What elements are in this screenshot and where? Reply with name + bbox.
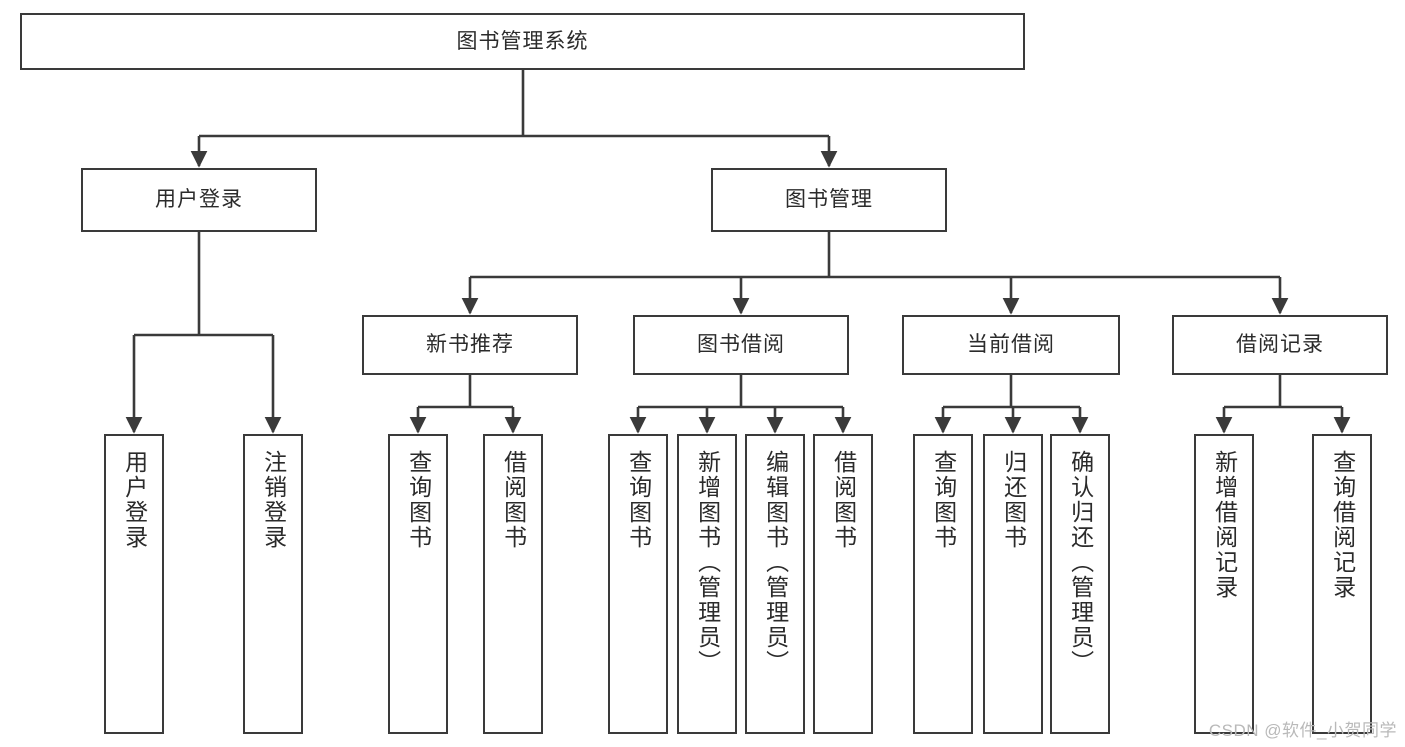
node-user-login-label: 用户登录: [155, 188, 243, 212]
node-current-borrow[interactable]: 当前借阅: [902, 315, 1120, 375]
node-leaf-return-book-label: 归还图书: [1000, 450, 1027, 550]
node-leaf-user-logout-label: 注销登录: [260, 450, 287, 550]
node-leaf-query-record-label: 查询借阅记录: [1329, 450, 1356, 600]
node-leaf-add-record[interactable]: 新增借阅记录: [1194, 434, 1254, 734]
node-leaf-query-book-2[interactable]: 查询图书: [608, 434, 668, 734]
node-leaf-user-login-label: 用户登录: [121, 450, 148, 550]
node-leaf-borrow-book-1-label: 借阅图书: [500, 450, 527, 550]
node-user-login[interactable]: 用户登录: [81, 168, 317, 232]
node-leaf-query-book-3[interactable]: 查询图书: [913, 434, 973, 734]
node-leaf-edit-book[interactable]: 编辑图书（管理员）: [745, 434, 805, 734]
node-leaf-query-book-2-label: 查询图书: [625, 450, 652, 550]
node-leaf-confirm-return-label: 确认归还（管理员）: [1067, 450, 1094, 675]
node-leaf-edit-book-label: 编辑图书（管理员）: [762, 450, 789, 675]
node-leaf-confirm-return[interactable]: 确认归还（管理员）: [1050, 434, 1110, 734]
node-leaf-query-book-1[interactable]: 查询图书: [388, 434, 448, 734]
node-root[interactable]: 图书管理系统: [20, 13, 1025, 70]
node-leaf-borrow-book-2-label: 借阅图书: [830, 450, 857, 550]
node-leaf-return-book[interactable]: 归还图书: [983, 434, 1043, 734]
node-leaf-user-logout[interactable]: 注销登录: [243, 434, 303, 734]
watermark: CSDN @软件_小贺同学: [1208, 721, 1397, 740]
node-new-book-recommend[interactable]: 新书推荐: [362, 315, 578, 375]
node-leaf-add-record-label: 新增借阅记录: [1211, 450, 1238, 600]
node-current-borrow-label: 当前借阅: [967, 333, 1055, 357]
node-leaf-query-book-3-label: 查询图书: [930, 450, 957, 550]
node-new-book-recommend-label: 新书推荐: [426, 333, 514, 357]
node-book-borrow[interactable]: 图书借阅: [633, 315, 849, 375]
node-leaf-borrow-book-1[interactable]: 借阅图书: [483, 434, 543, 734]
node-leaf-add-book-label: 新增图书（管理员）: [694, 450, 721, 675]
node-leaf-user-login[interactable]: 用户登录: [104, 434, 164, 734]
node-book-management-label: 图书管理: [785, 188, 873, 212]
node-borrow-record[interactable]: 借阅记录: [1172, 315, 1388, 375]
node-leaf-borrow-book-2[interactable]: 借阅图书: [813, 434, 873, 734]
node-book-management[interactable]: 图书管理: [711, 168, 947, 232]
node-leaf-query-record[interactable]: 查询借阅记录: [1312, 434, 1372, 734]
node-book-borrow-label: 图书借阅: [697, 333, 785, 357]
node-leaf-add-book[interactable]: 新增图书（管理员）: [677, 434, 737, 734]
node-leaf-query-book-1-label: 查询图书: [405, 450, 432, 550]
node-root-label: 图书管理系统: [456, 29, 589, 53]
node-borrow-record-label: 借阅记录: [1236, 333, 1324, 357]
